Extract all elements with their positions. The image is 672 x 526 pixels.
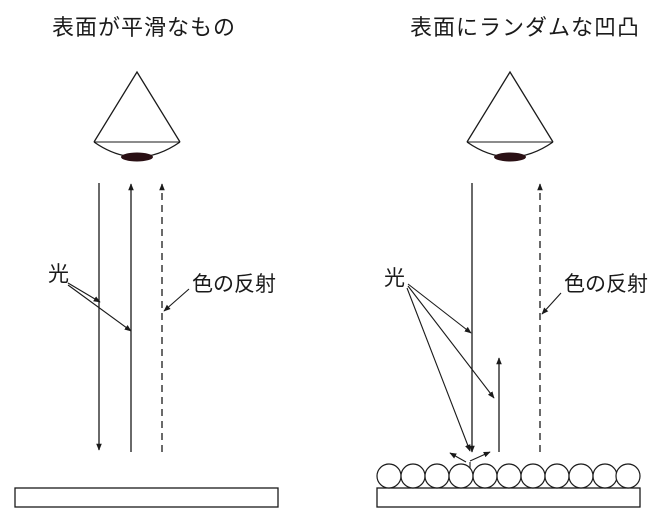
left-light-pointer-2 [67, 284, 132, 332]
left-light-label: 光 [48, 262, 69, 286]
left-reflection-pointer [163, 288, 190, 312]
left-light-pointer-1 [67, 282, 101, 303]
right-light-label: 光 [384, 266, 405, 290]
right-light-pointer-2 [407, 285, 495, 399]
left-eye-icon [93, 70, 181, 162]
left-reflection-label: 色の反射 [192, 272, 276, 296]
right-eye-icon [466, 70, 554, 162]
right-reflection-pointer [541, 292, 562, 315]
right-panel-title: 表面にランダムな凹凸 [410, 16, 641, 41]
right-uneven-surface [376, 463, 641, 508]
right-reflection-label: 色の反射 [564, 272, 648, 296]
left-panel-title: 表面が平滑なもの [52, 16, 237, 41]
right-light-pointer-3 [406, 287, 471, 452]
left-smooth-surface [14, 487, 279, 508]
right-light-pointer-1 [407, 283, 472, 334]
